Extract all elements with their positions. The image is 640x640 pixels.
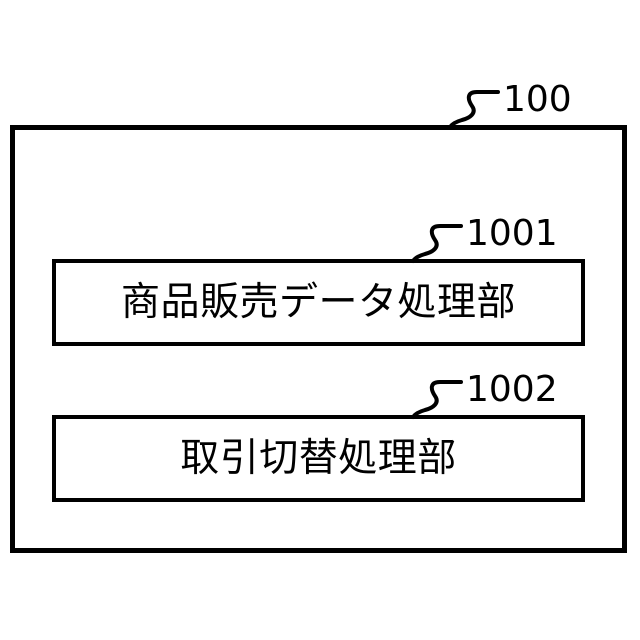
- leader-line-100: [448, 90, 500, 129]
- leader-line-1001: [411, 224, 463, 263]
- inner-block-1001-label: 商品販売データ処理部: [120, 280, 516, 325]
- inner-block-1002-label: 取引切替処理部: [180, 436, 457, 481]
- leader-line-1002: [411, 380, 463, 419]
- reference-numeral-1001: 1001: [466, 213, 558, 254]
- reference-numeral-100: 100: [503, 79, 572, 120]
- inner-block-1002: 取引切替処理部: [52, 415, 585, 502]
- inner-block-1001: 商品販売データ処理部: [52, 259, 585, 346]
- reference-numeral-1002: 1002: [466, 369, 558, 410]
